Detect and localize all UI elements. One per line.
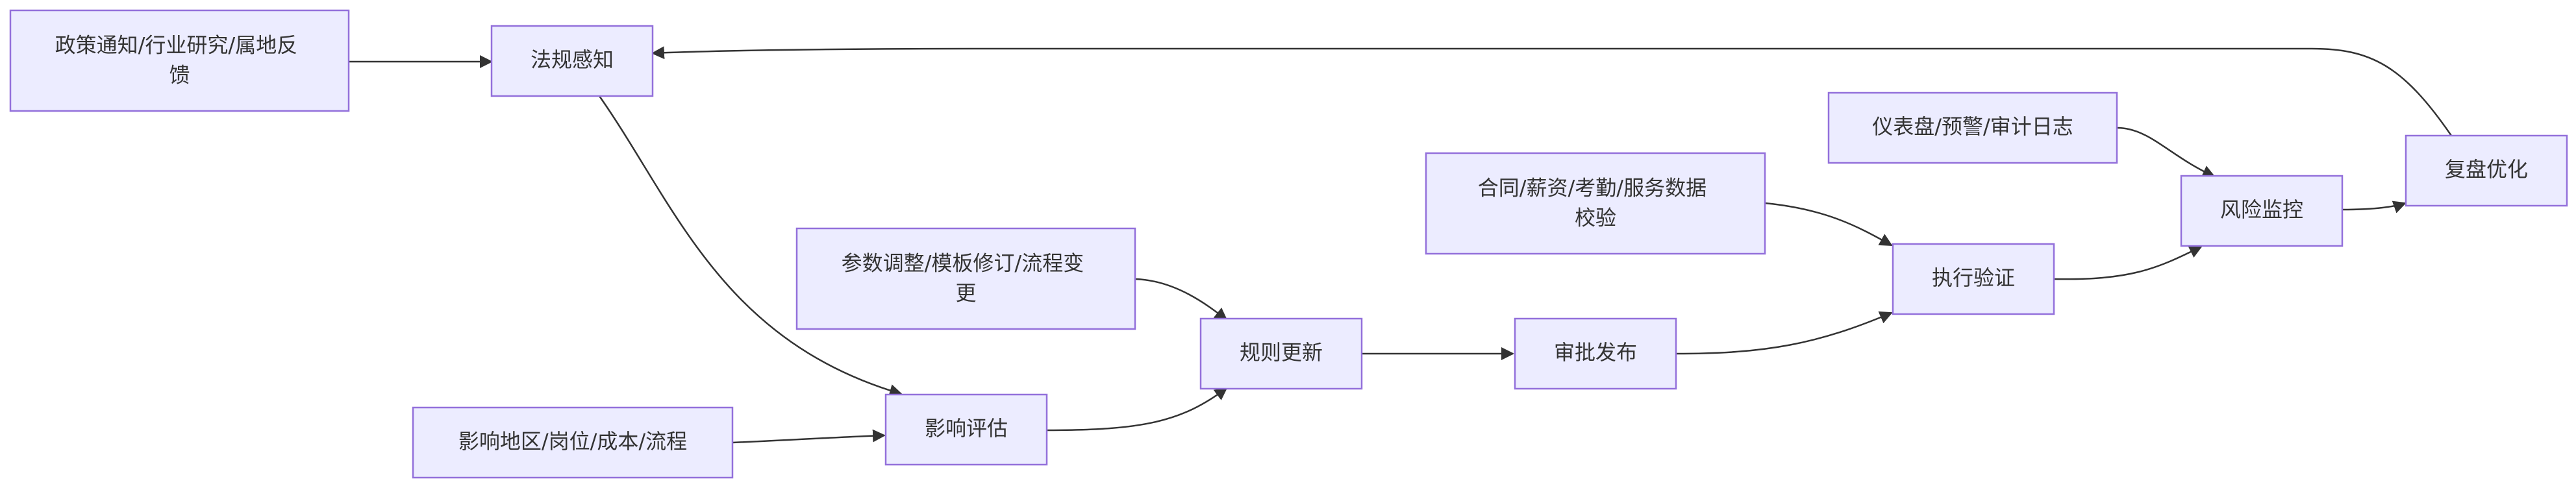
edge-review-to-sensing [651, 46, 2453, 136]
node-review: 复盘优化 [2405, 134, 2568, 207]
node-approval: 审批发布 [1514, 317, 1677, 390]
edge-sensing-to-impact-eval [598, 95, 903, 397]
node-dashboard-label: 仪表盘/预警/审计日志 [1872, 114, 2073, 139]
node-dashboard: 仪表盘/预警/审计日志 [1827, 92, 2118, 164]
node-approval-label: 审批发布 [1554, 340, 1637, 365]
node-review-label: 复盘优化 [2445, 157, 2528, 182]
edge-impact-scope-to-impact-eval [732, 429, 886, 444]
edges [349, 46, 2453, 444]
edge-dashboard-to-risk-monitor [2116, 127, 2216, 178]
node-data-check: 合同/薪资/考勤/服务数据 校验 [1425, 152, 1766, 255]
svg-text:合同/薪资/考勤/服务数据 校验: 合同/薪资/考勤/服务数据 校验 [1478, 176, 1714, 230]
node-params-line-1: 参数调整/模板修订/流程变 [842, 251, 1084, 276]
node-impact-scope: 影响地区/岗位/成本/流程 [412, 406, 734, 479]
node-sensing: 法规感知 [490, 25, 654, 97]
node-policy-line-2: 馈 [169, 63, 190, 88]
edge-risk-monitor-to-review [2342, 201, 2407, 214]
node-exec-verify-label: 执行验证 [1932, 265, 2015, 290]
edge-approval-to-exec-verify [1675, 311, 1893, 355]
node-params-line-2: 更 [955, 281, 976, 306]
edge-exec-verify-to-risk-monitor [2053, 245, 2203, 280]
node-params: 参数调整/模板修订/流程变 更 [795, 227, 1136, 330]
edge-params-to-rule-update [1134, 278, 1228, 321]
node-exec-verify: 执行验证 [1892, 243, 2055, 315]
node-data-check-line-1: 合同/薪资/考勤/服务数据 [1478, 176, 1707, 201]
node-rule-update-label: 规则更新 [1240, 340, 1323, 365]
node-data-check-line-2: 校验 [1575, 206, 1616, 230]
node-sensing-label: 法规感知 [531, 47, 614, 72]
node-impact-eval: 影响评估 [884, 393, 1048, 466]
node-rule-update: 规则更新 [1199, 317, 1363, 390]
node-impact-eval-label: 影响评估 [925, 416, 1008, 441]
node-policy: 政策通知/行业研究/属地反 馈 [9, 9, 350, 112]
edge-impact-eval-to-rule-update [1046, 387, 1228, 432]
node-impact-scope-label: 影响地区/岗位/成本/流程 [458, 429, 687, 454]
edge-data-check-to-exec-verify [1764, 202, 1893, 247]
node-risk-monitor: 风险监控 [2180, 175, 2344, 247]
svg-text:参数调整/模板修订/流程变 更: 参数调整/模板修订/流程变 更 [842, 251, 1091, 306]
node-risk-monitor-label: 风险监控 [2220, 197, 2303, 222]
nodes: 政策通知/行业研究/属地反 馈 法规感知 参数调整/模板修订/流程变 更 影响地… [9, 9, 2568, 479]
node-policy-line-1: 政策通知/行业研究/属地反 [55, 33, 298, 58]
svg-text:政策通知/行业研究/属地反 馈: 政策通知/行业研究/属地反 馈 [55, 33, 305, 88]
